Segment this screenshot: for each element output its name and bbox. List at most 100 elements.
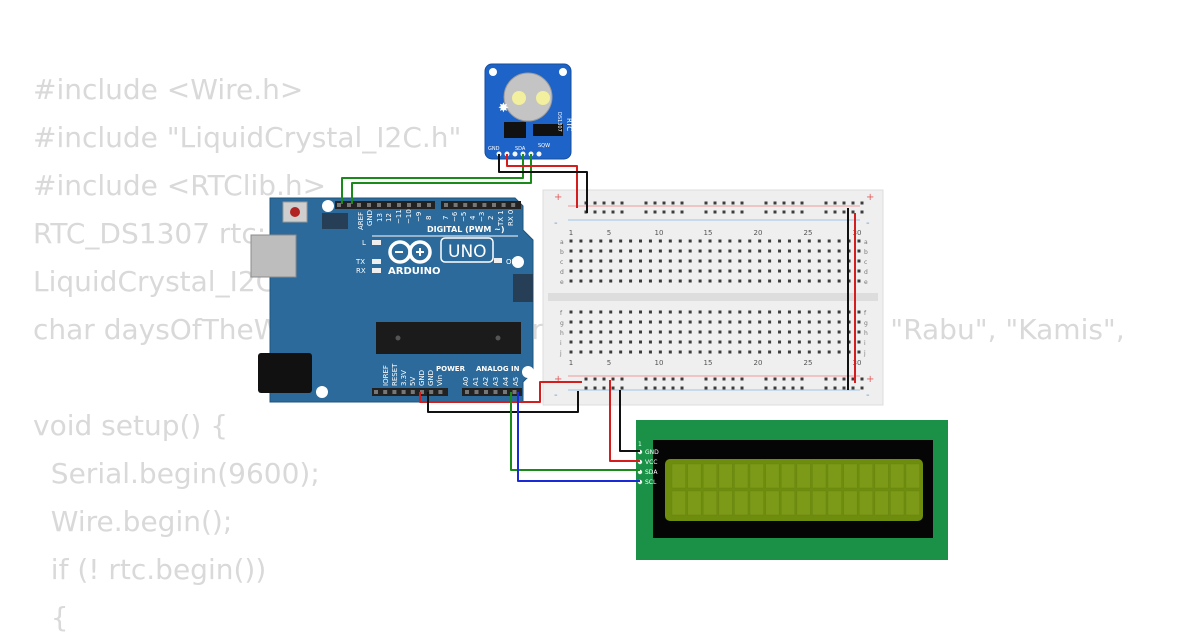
breadboard-hole — [758, 330, 762, 334]
breadboard-hole — [648, 320, 652, 324]
breadboard-hole — [678, 249, 682, 253]
breadboard-hole — [847, 279, 851, 283]
breadboard-hole — [748, 239, 752, 243]
breadboard-hole — [758, 340, 762, 344]
rail-hole — [791, 377, 795, 381]
breadboard-hole — [778, 239, 782, 243]
breadboard-hole — [619, 239, 623, 243]
rail-hole — [833, 377, 837, 381]
breadboard-hole — [599, 249, 603, 253]
header-pins — [337, 203, 517, 394]
pin-label: ~11 — [395, 209, 403, 224]
plus-label: + — [866, 192, 874, 203]
breadboard-hole — [718, 259, 722, 263]
lcd-cell — [905, 490, 920, 516]
pin-label: 13 — [376, 213, 384, 222]
header-socket — [501, 203, 506, 207]
header-socket — [397, 203, 401, 207]
row-letter: h — [560, 330, 564, 337]
breadboard-hole — [807, 279, 811, 283]
lcd-cell — [874, 490, 889, 516]
breadboard-hole — [827, 340, 831, 344]
breadboard-hole — [579, 269, 583, 273]
rail-hole — [620, 386, 624, 390]
analog-header — [462, 388, 522, 396]
rail-hole — [800, 201, 804, 205]
led-label: RX — [356, 267, 366, 275]
pin-label: ~6 — [451, 211, 459, 222]
breadboard-hole — [857, 239, 861, 243]
breadboard-hole — [748, 259, 752, 263]
rail-hole — [713, 201, 717, 205]
breadboard-hole — [629, 350, 633, 354]
breadboard-hole — [797, 350, 801, 354]
plus-label: + — [866, 374, 874, 385]
breadboard-hole — [718, 320, 722, 324]
breadboard-hole — [569, 310, 573, 314]
breadboard-hole — [787, 320, 791, 324]
breadboard-hole — [748, 279, 752, 283]
rtc-pin-label: SDA — [515, 146, 526, 152]
breadboard-hole — [837, 269, 841, 273]
header-socket — [493, 390, 498, 394]
row-letter: a — [864, 239, 868, 246]
led-label: TX — [355, 258, 365, 266]
led-on — [494, 258, 502, 263]
breadboard-hole — [678, 310, 682, 314]
code-listing: #include <Wire.h> #include "LiquidCrysta… — [33, 66, 1125, 642]
rail-hole — [731, 377, 735, 381]
breadboard-hole — [768, 330, 772, 334]
lcd-cell — [858, 490, 874, 516]
breadboard-hole — [658, 340, 662, 344]
breadboard-hole — [758, 249, 762, 253]
rail-hole — [584, 386, 588, 390]
breadboard-hole — [579, 279, 583, 283]
breadboard-hole — [817, 350, 821, 354]
breadboard-hole — [629, 310, 633, 314]
breadboard-hole — [827, 259, 831, 263]
breadboard-hole — [807, 269, 811, 273]
breadboard-hole — [718, 279, 722, 283]
breadboard-hole — [847, 269, 851, 273]
breadboard-hole — [648, 330, 652, 334]
breadboard-hole — [738, 340, 742, 344]
breadboard-hole — [579, 330, 583, 334]
breadboard-hole — [648, 310, 652, 314]
breadboard-hole — [569, 249, 573, 253]
rail-hole — [653, 210, 657, 214]
rail-hole — [671, 210, 675, 214]
breadboard-hole — [718, 350, 722, 354]
breadboard-hole — [787, 350, 791, 354]
breadboard-hole — [797, 330, 801, 334]
row-letter: g — [560, 320, 564, 327]
wire-lcd-vcc-red — [609, 380, 640, 462]
lcd-cell — [796, 463, 811, 489]
rail-hole — [713, 377, 717, 381]
pin-label: GND — [427, 370, 435, 386]
breadboard-hole — [787, 279, 791, 283]
breadboard-hole — [648, 269, 652, 273]
breadboard-hole — [837, 310, 841, 314]
breadboard-hole — [688, 320, 692, 324]
lcd-cell — [718, 490, 733, 516]
header-socket — [492, 203, 496, 207]
breadboard-hole — [847, 350, 851, 354]
rail-hole — [764, 201, 768, 205]
breadboard-hole — [857, 350, 861, 354]
rail-hole — [611, 377, 615, 381]
breadboard-hole — [728, 239, 732, 243]
breadboard-hole — [738, 310, 742, 314]
breadboard-hole — [748, 320, 752, 324]
digital-pwm-label: DIGITAL (PWM ~) — [427, 225, 505, 234]
breadboard-hole — [678, 340, 682, 344]
breadboard-hole — [569, 259, 573, 263]
lcd-pin-label: VCC — [645, 459, 657, 466]
lcd-cell — [749, 463, 764, 489]
breadboard-hole — [708, 320, 712, 324]
breadboard-hole — [619, 340, 623, 344]
breadboard-hole — [857, 340, 861, 344]
column-number: 10 — [655, 229, 664, 237]
breadboard-hole — [658, 350, 662, 354]
rail-hole — [602, 377, 606, 381]
rail-hole — [851, 386, 855, 390]
